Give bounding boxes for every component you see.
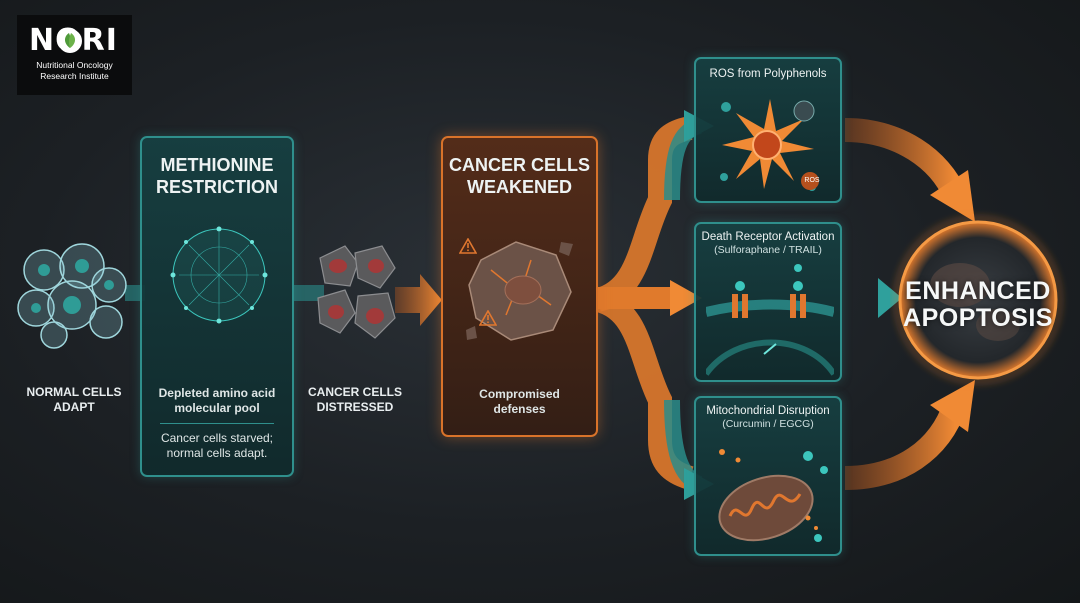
amino-acid-network-icon [170, 226, 268, 324]
mitochondrial-title: Mitochondrial Disruption [706, 405, 830, 417]
warning-icon [459, 238, 477, 254]
logo-subtitle-line2: Research Institute [40, 71, 109, 81]
apoptosis-orb [892, 214, 1064, 386]
mitochondrion-illustration [718, 449, 828, 542]
receptor-membrane-illustration [706, 264, 834, 376]
mitochondrial-subtitle: (Curcumin / EGCG) [722, 418, 814, 430]
normal-cells-illustration [17, 243, 127, 349]
restriction-note: Cancer cells starved;normal cells adapt. [160, 431, 274, 460]
ros-badge: ROS [804, 177, 820, 184]
arrowhead-mito [930, 380, 975, 432]
leaf-icon [58, 29, 82, 53]
ros-burst-illustration [720, 99, 819, 191]
death-receptor-subtitle: (Sulforaphane / TRAIL) [714, 244, 822, 256]
logo-subtitle-line1: Nutritional Oncology [36, 60, 113, 70]
distressed-cells-illustration [317, 245, 396, 339]
branch-down-orange [594, 288, 694, 490]
arrowhead-ros [930, 170, 975, 222]
arrow-to-weakened [395, 274, 442, 326]
connector-restriction-to-distressed [294, 285, 324, 301]
branch-up-orange [594, 116, 693, 312]
death-receptor-title: Death Receptor Activation [701, 231, 835, 243]
arrow-ros-to-outcome [844, 118, 967, 201]
arrowhead-mid [670, 280, 702, 316]
nori-logo: NORI Nutritional Oncology Research Insti… [17, 15, 132, 95]
restriction-divider [160, 423, 274, 424]
weakened-cell-illustration [466, 241, 573, 341]
warning-icon [479, 310, 497, 326]
arrow-mito-to-outcome [844, 400, 967, 490]
ros-panel: ROS from Polyphenols ROS [694, 57, 842, 203]
ros-title: ROS from Polyphenols [709, 68, 827, 80]
death-receptor-panel: Death Receptor Activation (Sulforaphane … [694, 222, 842, 382]
mitochondrial-panel: Mitochondrial Disruption (Curcumin / EGC… [694, 396, 842, 556]
arrowhead-receptor [878, 278, 902, 318]
